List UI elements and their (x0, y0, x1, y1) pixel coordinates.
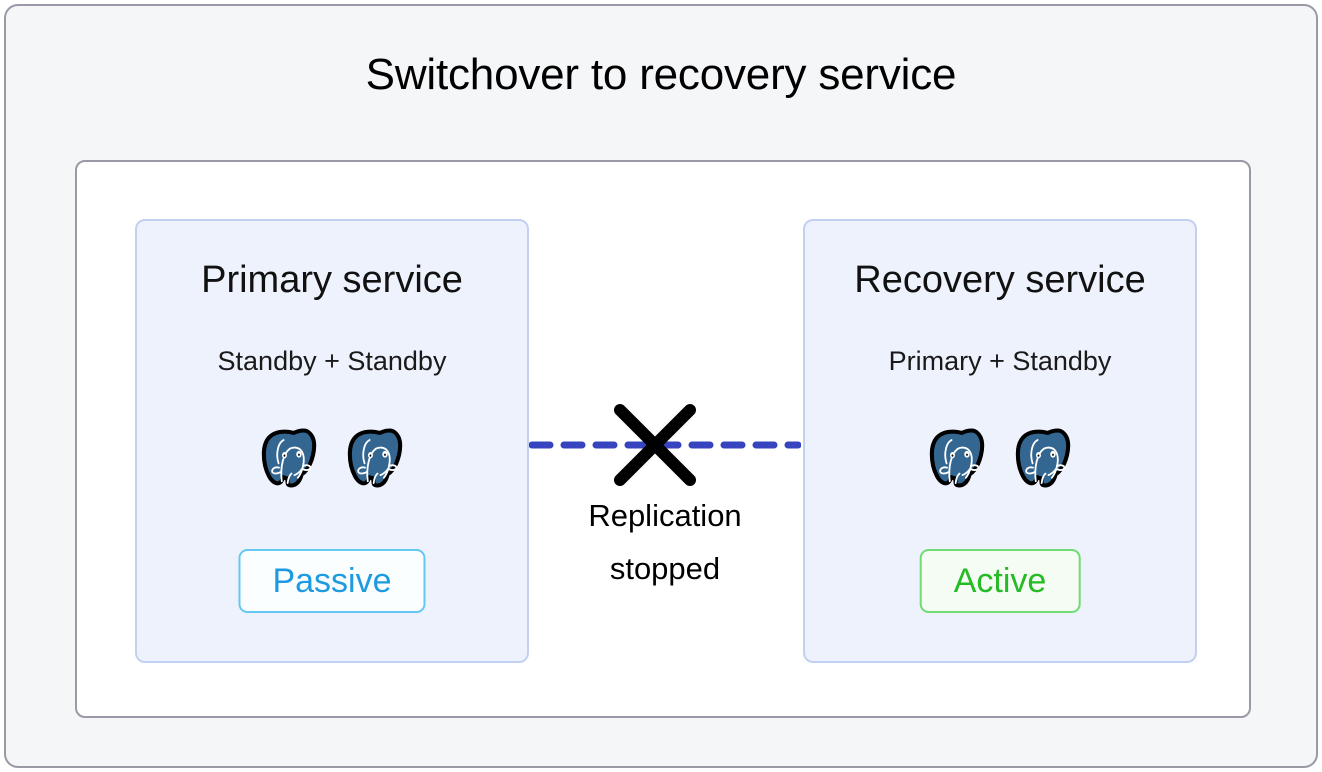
cross-mark-icon (614, 404, 696, 486)
replication-label-line1: Replication (588, 498, 742, 533)
service-box-recovery[interactable]: Recovery service Primary + Standby (803, 219, 1197, 663)
postgres-elephant-icon (347, 428, 403, 488)
replication-label-line2: stopped (609, 550, 721, 586)
postgres-elephant-icon (1015, 428, 1071, 488)
postgres-elephant-icon (929, 428, 985, 488)
figure-frame: Switchover to recovery service Primary s… (4, 4, 1318, 768)
service-subtitle: Standby + Standby (217, 346, 447, 376)
page-title: Switchover to recovery service (365, 50, 957, 99)
node-row (137, 426, 527, 488)
service-box-primary[interactable]: Primary service Standby + Standby (135, 219, 529, 663)
status-badge-passive[interactable]: Passive (238, 549, 426, 614)
service-title: Recovery service (854, 259, 1146, 301)
node-row (805, 426, 1195, 488)
replication-label: Replication stopped (503, 490, 827, 595)
postgres-elephant-icon (261, 428, 317, 488)
service-title: Primary service (201, 259, 463, 301)
replication-dashed-line (529, 441, 801, 449)
service-subtitle: Primary + Standby (888, 346, 1112, 376)
diagram-card: Primary service Standby + Standby (75, 160, 1251, 718)
replication-link: Replication stopped (529, 162, 801, 716)
status-badge-active[interactable]: Active (919, 549, 1081, 614)
